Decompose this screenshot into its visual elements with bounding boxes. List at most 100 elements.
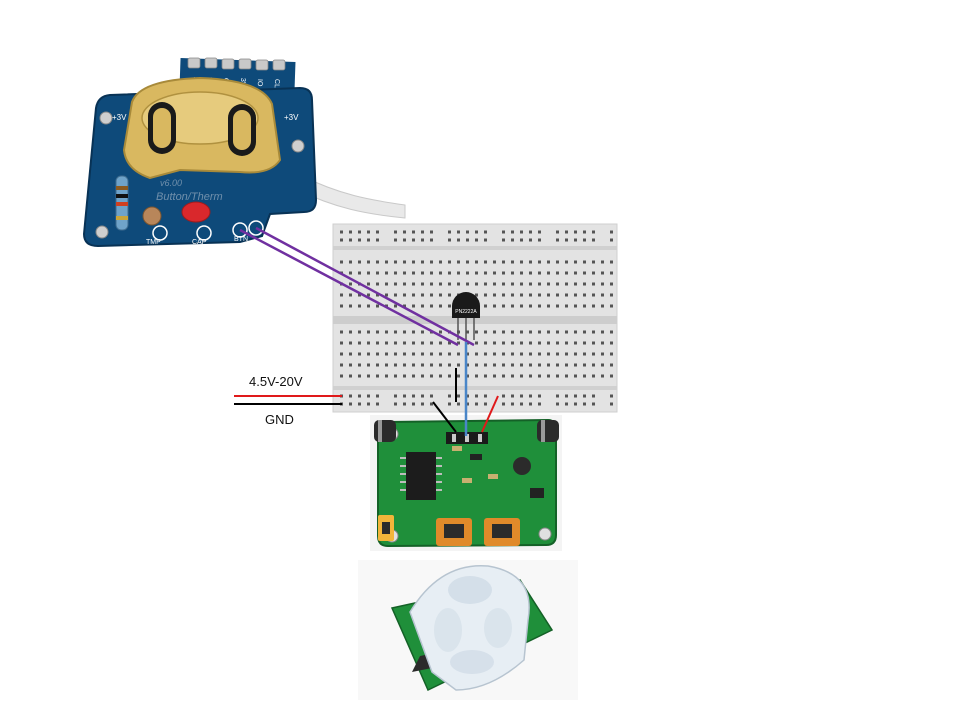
breadboard-hole [556, 260, 559, 264]
breadboard-hole [358, 230, 361, 234]
breadboard-hole [358, 260, 361, 264]
breadboard-hole [601, 293, 604, 297]
breadboard-hole [484, 304, 487, 308]
breadboard-hole [511, 282, 514, 286]
breadboard-hole [439, 293, 442, 297]
breadboard-hole [430, 271, 433, 275]
breadboard-hole [394, 330, 397, 334]
breadboard-hole [520, 282, 523, 286]
breadboard-hole [439, 330, 442, 334]
breadboard-hole [367, 238, 370, 242]
breadboard-hole [511, 304, 514, 308]
breadboard-hole [511, 330, 514, 334]
breadboard-hole [466, 330, 469, 334]
breadboard-hole [520, 363, 523, 367]
breadboard-hole [511, 402, 514, 406]
breadboard-hole [484, 352, 487, 356]
breadboard-hole [520, 352, 523, 356]
breadboard-hole [601, 260, 604, 264]
electrolytic-capacitor-1 [374, 420, 396, 442]
electrolytic-capacitor-2 [537, 420, 559, 442]
breadboard-hole [376, 238, 379, 242]
breadboard-hole [493, 374, 496, 378]
breadboard-hole [421, 363, 424, 367]
breadboard-hole [565, 341, 568, 345]
breadboard-hole [565, 260, 568, 264]
breadboard-hole [502, 260, 505, 264]
ic-chip [400, 452, 442, 500]
breadboard-hole [358, 363, 361, 367]
supply-voltage-label: 4.5V-20V [249, 374, 303, 389]
breadboard-hole [448, 230, 451, 234]
breadboard-hole [529, 230, 532, 234]
breadboard-hole [565, 230, 568, 234]
supply-wire-pir [481, 395, 499, 433]
resistor [115, 175, 129, 231]
breadboard-hole [430, 374, 433, 378]
breadboard-hole [349, 374, 352, 378]
breadboard-hole [565, 352, 568, 356]
breadboard-hole [583, 282, 586, 286]
breadboard-hole [403, 230, 406, 234]
breadboard-hole [439, 352, 442, 356]
breadboard-hole [592, 304, 595, 308]
breadboard-hole [349, 230, 352, 234]
breadboard-hole [502, 230, 505, 234]
breadboard-hole [358, 330, 361, 334]
breadboard-hole [448, 402, 451, 406]
breadboard-hole [583, 402, 586, 406]
breadboard-hole [340, 260, 343, 264]
breadboard-hole [430, 230, 433, 234]
breadboard-hole [457, 394, 460, 398]
breadboard-hole [457, 271, 460, 275]
breadboard-hole [349, 293, 352, 297]
breadboard-hole [475, 402, 478, 406]
breadboard-hole [592, 352, 595, 356]
breadboard-hole [376, 352, 379, 356]
breadboard-hole [349, 394, 352, 398]
breadboard-hole [547, 341, 550, 345]
breadboard-hole [493, 260, 496, 264]
silk-plus3v-right: +3V [284, 113, 299, 122]
breadboard-hole [484, 238, 487, 242]
breadboard-hole [538, 374, 541, 378]
breadboard-hole [592, 271, 595, 275]
breadboard-hole [565, 363, 568, 367]
breadboard-hole [583, 304, 586, 308]
breadboard-hole [547, 293, 550, 297]
breadboard-hole [349, 282, 352, 286]
breadboard-hole [493, 304, 496, 308]
breadboard-hole [610, 363, 613, 367]
breadboard-hole [421, 271, 424, 275]
breadboard-hole [610, 271, 613, 275]
pad-label-btn: BTN [234, 236, 248, 243]
breadboard-hole [340, 238, 343, 242]
breadboard-hole [340, 330, 343, 334]
breadboard-hole [610, 230, 613, 234]
breadboard-hole [538, 230, 541, 234]
breadboard-hole [493, 282, 496, 286]
breadboard-hole [484, 394, 487, 398]
breadboard-hole [403, 260, 406, 264]
breadboard-hole [439, 363, 442, 367]
breadboard-hole [448, 341, 451, 345]
breadboard-hole [529, 394, 532, 398]
breadboard-hole [394, 293, 397, 297]
breadboard-hole [583, 238, 586, 242]
breadboard-hole [565, 271, 568, 275]
breadboard-hole [448, 293, 451, 297]
breadboard-hole [367, 271, 370, 275]
breadboard-hole [403, 363, 406, 367]
breadboard-hole [493, 341, 496, 345]
breadboard-hole [592, 330, 595, 334]
breadboard-hole [430, 394, 433, 398]
breadboard-hole [439, 341, 442, 345]
breadboard-hole [592, 260, 595, 264]
breadboard-hole [394, 304, 397, 308]
breadboard-hole [448, 304, 451, 308]
breadboard-hole [448, 260, 451, 264]
breadboard-hole [412, 230, 415, 234]
breadboard-hole [394, 341, 397, 345]
breadboard-hole [448, 352, 451, 356]
breadboard-hole [367, 260, 370, 264]
